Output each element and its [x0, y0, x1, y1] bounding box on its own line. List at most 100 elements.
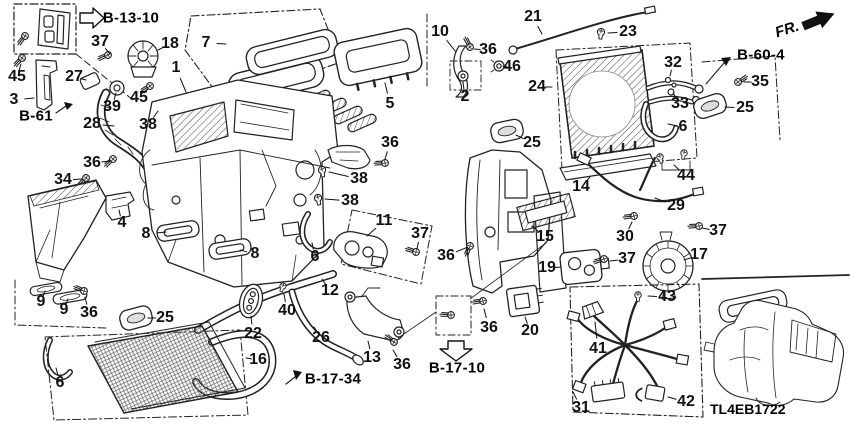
part-callout-40: 40 [278, 302, 296, 319]
leader-line-13 [367, 340, 371, 350]
leader-line-6 [667, 123, 676, 126]
leader-line-37 [701, 227, 710, 230]
leader-line-30 [628, 221, 633, 230]
leader-line-37 [416, 241, 419, 250]
leader-line-2 [462, 81, 465, 90]
bracket-4-drawing [75, 154, 135, 221]
leader-line-36 [101, 160, 111, 163]
part-callout-24: 24 [528, 78, 546, 95]
leader-line-29 [654, 197, 667, 203]
part-callout-33: 33 [671, 95, 689, 112]
leader-line-36 [455, 246, 469, 253]
leader-line-40 [283, 293, 286, 303]
leader-line-9 [42, 290, 46, 297]
leader-line-6 [55, 367, 59, 376]
foot-duct-drawing [27, 179, 107, 283]
part-callout-10: 10 [431, 23, 449, 40]
part-callout-14: 14 [572, 178, 590, 195]
part-callout-9: 9 [36, 293, 46, 310]
leader-line-12 [321, 278, 327, 285]
leader-line-36 [483, 308, 487, 319]
actuator-18-drawing [96, 40, 159, 78]
bracket-3-drawing [11, 53, 58, 111]
part-callout-44: 44 [677, 167, 695, 184]
leader-line-36 [84, 296, 88, 305]
leader-line-25 [515, 134, 524, 140]
part-callout-30: 30 [616, 228, 634, 245]
leader-line-20 [524, 316, 528, 324]
leader-line-21 [537, 25, 543, 35]
part-callout-37: 37 [411, 225, 429, 242]
part-callout-8: 8 [250, 245, 260, 262]
part-callout-45: 45 [8, 68, 26, 85]
part-callout-36: 36 [479, 41, 497, 58]
assembled-unit-drawing [701, 274, 850, 406]
leader-line-26 [313, 326, 318, 333]
reference-label-b-61: B-61 [19, 107, 53, 125]
leader-line-42 [667, 396, 677, 400]
part-callout-45: 45 [130, 89, 148, 106]
leader-line-37 [105, 48, 111, 55]
vent-5-drawing [333, 27, 423, 92]
part-callout-36: 36 [80, 304, 98, 321]
part-callout-41: 41 [589, 340, 607, 357]
leader-line-6 [311, 242, 314, 250]
b-17-10-group-drawing [397, 242, 547, 362]
part-callout-37: 37 [91, 33, 109, 50]
part-callout-36: 36 [393, 356, 411, 373]
part-callout-18: 18 [161, 35, 179, 52]
leader-line-33 [672, 92, 677, 99]
leader-line-10 [446, 40, 457, 53]
leader-line-11 [366, 227, 377, 237]
part-callout-21: 21 [524, 8, 542, 25]
actuator-11-drawing [333, 209, 433, 285]
leader-line-17 [683, 257, 692, 261]
leader-line-36 [384, 151, 388, 160]
part-callout-9: 9 [59, 301, 69, 318]
part-callout-38: 38 [350, 170, 368, 187]
b-17-34-arrow [285, 376, 296, 385]
part-callout-31: 31 [572, 399, 590, 416]
servo-bracket-drawing [313, 144, 391, 207]
part-callout-4: 4 [117, 214, 127, 231]
part-callout-39: 39 [103, 98, 121, 115]
reference-label-b-13-10: B-13-10 [102, 9, 160, 27]
part-callout-38: 38 [139, 116, 157, 133]
part-callout-37: 37 [709, 222, 727, 239]
part-callout-28: 28 [83, 115, 101, 132]
leader-line-31 [572, 391, 578, 400]
harness-31-drawing [566, 283, 704, 418]
part-callout-42: 42 [677, 393, 695, 410]
part-callout-16: 16 [249, 351, 267, 368]
leader-line-45 [143, 88, 149, 94]
part-callout-2: 2 [460, 88, 470, 105]
leader-line-5 [384, 82, 388, 94]
part-callout-11: 11 [375, 212, 393, 229]
part-callout-20: 20 [521, 322, 539, 339]
cable-21-drawing [508, 5, 657, 55]
reference-label-b-17-10: B-17-10 [428, 359, 486, 377]
part-callout-25: 25 [523, 134, 541, 151]
heater-core-16-drawing [44, 270, 337, 421]
evaporator-24-drawing [555, 27, 704, 170]
part-callout-23: 23 [619, 23, 637, 40]
part-callout-32: 32 [664, 54, 682, 71]
part-callout-13: 13 [363, 349, 381, 366]
b-60-4-group-drawing [691, 55, 781, 141]
blower-17-drawing [642, 217, 705, 300]
part-callout-25: 25 [156, 309, 174, 326]
leader-line-8 [156, 231, 167, 234]
leader-lines [18, 25, 752, 400]
reference-label-b-60-4: B-60-4 [737, 46, 785, 64]
hose-28-drawing [79, 72, 158, 179]
part-callout-29: 29 [667, 197, 685, 214]
part-callout-19: 19 [538, 259, 556, 276]
part-callout-6: 6 [310, 248, 320, 265]
b-13-10-arrow [79, 7, 105, 29]
part-callout-17: 17 [690, 246, 708, 263]
leader-line-32 [669, 69, 672, 77]
leader-line-38 [324, 198, 340, 201]
leader-line-28 [102, 124, 115, 127]
leader-line-44 [673, 164, 680, 171]
part-callout-7: 7 [201, 34, 211, 51]
